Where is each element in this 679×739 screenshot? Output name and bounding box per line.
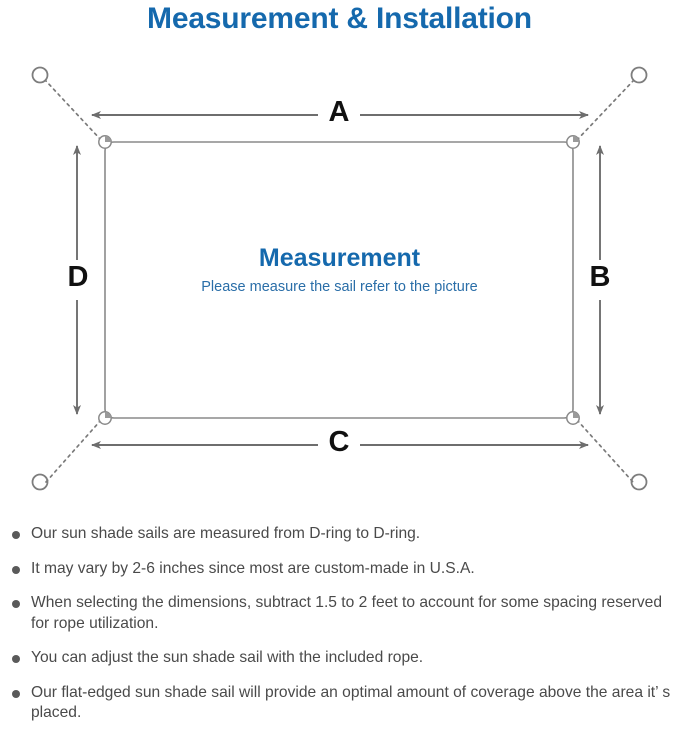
center-subtext: Please measure the sail refer to the pic… (201, 279, 478, 295)
diagram-svg (31, 66, 648, 491)
note-text: When selecting the dimensions, subtract … (31, 594, 663, 632)
dimension-label-c: C (318, 428, 360, 457)
bullet-icon (12, 565, 20, 574)
anchor-rings (31, 66, 648, 491)
dimension-label-a: A (318, 98, 360, 127)
dimension-arrows (73, 111, 604, 449)
bullet-icon (12, 655, 20, 664)
note-text: Our sun shade sails are measured from D-… (31, 525, 421, 542)
rope-bottom-left (45, 419, 102, 483)
anchor-ring-bottom-left (31, 473, 49, 491)
anchor-ring-top-right (630, 66, 648, 84)
list-item: It may vary by 2-6 inches since most are… (0, 559, 679, 580)
center-heading: Measurement (258, 244, 421, 272)
rope-top-right (576, 80, 634, 141)
rope-bottom-right (576, 419, 634, 483)
measurement-diagram: Measurement Please measure the sail refe… (0, 48, 679, 516)
page-title: Measurement & Installation (147, 2, 532, 35)
note-text: It may vary by 2-6 inches since most are… (31, 559, 475, 577)
rope-top-left (45, 80, 102, 141)
d-ring-bottom-left (98, 411, 112, 425)
sail-outline (104, 141, 574, 419)
note-text: You can adjust the sun shade sail with t… (31, 649, 424, 667)
notes-list: Our sun shade sails are measured from D-… (0, 524, 679, 738)
dimension-label-b: B (580, 263, 620, 292)
note-text: Our flat-edged sun shade sail will provi… (31, 683, 671, 722)
d-rings (98, 135, 580, 425)
list-item: When selecting the dimensions, subtract … (0, 593, 679, 634)
d-ring-top-left (98, 135, 112, 149)
anchor-ring-bottom-right (630, 473, 648, 491)
list-item: Our sun shade sails are measured from D-… (0, 524, 679, 545)
rope-lines (45, 80, 634, 483)
anchor-ring-top-left (31, 66, 49, 84)
bullet-icon (12, 689, 20, 698)
list-item: You can adjust the sun shade sail with t… (0, 648, 679, 669)
d-ring-top-right (566, 135, 580, 149)
list-item: Our flat-edged sun shade sail will provi… (0, 683, 679, 724)
d-ring-bottom-right (566, 411, 580, 425)
dimension-label-d: D (58, 263, 98, 292)
bullet-icon (12, 531, 20, 539)
bullet-icon (12, 600, 20, 609)
